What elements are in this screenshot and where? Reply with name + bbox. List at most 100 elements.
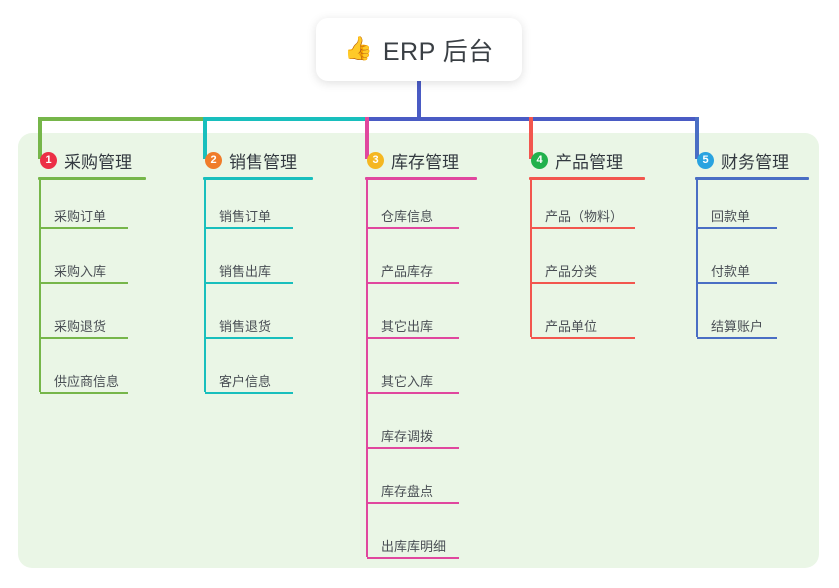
leaf-node-rule <box>697 227 777 229</box>
leaf-node[interactable]: 销售出库 <box>205 261 293 284</box>
leaf-node-label: 销售退货 <box>219 319 272 334</box>
leaf-node-label: 库存调拨 <box>381 429 434 444</box>
leaf-node[interactable]: 仓库信息 <box>367 206 459 229</box>
leaf-node[interactable]: 采购订单 <box>40 206 128 229</box>
branch-spine <box>204 177 206 392</box>
leaf-node-rule <box>205 282 293 284</box>
leaf-node-label: 产品（物料） <box>545 209 624 224</box>
branch-header-rule <box>365 177 477 180</box>
leaf-node-rule <box>531 227 635 229</box>
leaf-node-label: 其它出库 <box>381 319 434 334</box>
branch-spine <box>696 177 698 337</box>
leaf-node-label: 出库库明细 <box>381 539 447 554</box>
leaf-node[interactable]: 产品（物料） <box>531 206 635 229</box>
branch-header-3[interactable]: 3 库存管理 <box>367 148 459 173</box>
branch-header-rule <box>529 177 645 180</box>
leaf-node-rule <box>367 447 459 449</box>
leaf-node-label: 采购订单 <box>54 209 107 224</box>
leaf-node-rule <box>697 337 777 339</box>
branch-title: 销售管理 <box>229 153 297 172</box>
leaf-node-label: 库存盘点 <box>381 484 434 499</box>
leaf-node-rule <box>205 392 293 394</box>
leaf-node[interactable]: 采购退货 <box>40 316 128 339</box>
leaf-node-label: 采购退货 <box>54 319 107 334</box>
branch-header-4[interactable]: 4 产品管理 <box>531 148 623 173</box>
branch-title: 财务管理 <box>721 153 789 172</box>
leaf-node[interactable]: 采购入库 <box>40 261 128 284</box>
bus-segment-1 <box>38 117 207 121</box>
branch-spine <box>39 177 41 392</box>
leaf-node-label: 产品单位 <box>545 319 598 334</box>
leaf-node[interactable]: 销售退货 <box>205 316 293 339</box>
leaf-node-rule <box>697 282 777 284</box>
branch-drop-4 <box>529 117 533 159</box>
branch-number-badge: 2 <box>205 152 222 169</box>
root-stem-connector <box>417 81 421 121</box>
leaf-node-rule <box>40 227 128 229</box>
root-node-label: ERP 后台 <box>382 37 494 66</box>
branch-header-rule <box>38 177 146 180</box>
leaf-node-rule <box>367 557 459 559</box>
leaf-node-rule <box>367 337 459 339</box>
branch-title: 产品管理 <box>555 153 623 172</box>
thumbs-up-icon: 👍 <box>344 36 373 62</box>
leaf-node[interactable]: 库存调拨 <box>367 426 459 449</box>
branch-header-rule <box>695 177 809 180</box>
leaf-node[interactable]: 回款单 <box>697 206 777 229</box>
leaf-node-label: 采购入库 <box>54 264 107 279</box>
leaf-node-label: 结算账户 <box>711 319 764 334</box>
leaf-node-label: 产品分类 <box>545 264 598 279</box>
leaf-node-label: 供应商信息 <box>54 374 120 389</box>
leaf-node[interactable]: 库存盘点 <box>367 481 459 504</box>
leaf-node-rule <box>205 227 293 229</box>
leaf-node-label: 产品库存 <box>381 264 434 279</box>
leaf-node[interactable]: 付款单 <box>697 261 777 284</box>
leaf-node[interactable]: 产品单位 <box>531 316 635 339</box>
leaf-node-label: 客户信息 <box>219 374 272 389</box>
branch-title: 库存管理 <box>391 153 459 172</box>
leaf-node-rule <box>531 337 635 339</box>
branch-number-badge: 3 <box>367 152 384 169</box>
leaf-node-rule <box>205 337 293 339</box>
bus-segment-3 <box>365 117 533 121</box>
leaf-node-label: 销售出库 <box>219 264 272 279</box>
branch-header-rule <box>203 177 313 180</box>
leaf-node[interactable]: 产品分类 <box>531 261 635 284</box>
branch-drop-5 <box>695 117 699 159</box>
leaf-node-rule <box>531 282 635 284</box>
leaf-node-rule <box>367 502 459 504</box>
leaf-node[interactable]: 结算账户 <box>697 316 777 339</box>
leaf-node-label: 其它入库 <box>381 374 434 389</box>
branch-spine <box>366 177 368 557</box>
branch-header-2[interactable]: 2 销售管理 <box>205 148 297 173</box>
root-node[interactable]: 👍 ERP 后台 <box>316 18 522 81</box>
leaf-node[interactable]: 产品库存 <box>367 261 459 284</box>
leaf-node[interactable]: 出库库明细 <box>367 536 459 559</box>
leaf-node-rule <box>367 227 459 229</box>
branch-number-badge: 4 <box>531 152 548 169</box>
leaf-node-label: 销售订单 <box>219 209 272 224</box>
leaf-node[interactable]: 供应商信息 <box>40 371 128 394</box>
leaf-node[interactable]: 其它入库 <box>367 371 459 394</box>
leaf-node[interactable]: 客户信息 <box>205 371 293 394</box>
leaf-node-rule <box>40 392 128 394</box>
diagram-background-panel <box>18 133 819 568</box>
branch-spine <box>530 177 532 337</box>
leaf-node[interactable]: 销售订单 <box>205 206 293 229</box>
leaf-node[interactable]: 其它出库 <box>367 316 459 339</box>
branch-drop-2 <box>203 117 207 159</box>
leaf-node-label: 回款单 <box>711 209 751 224</box>
leaf-node-rule <box>40 337 128 339</box>
branch-header-5[interactable]: 5 财务管理 <box>697 148 789 173</box>
leaf-node-rule <box>367 282 459 284</box>
leaf-node-rule <box>40 282 128 284</box>
leaf-node-rule <box>367 392 459 394</box>
leaf-node-label: 付款单 <box>711 264 751 279</box>
branch-drop-3 <box>365 117 369 159</box>
leaf-node-label: 仓库信息 <box>381 209 434 224</box>
branch-number-badge: 5 <box>697 152 714 169</box>
bus-segment-2 <box>203 117 369 121</box>
branch-drop-1 <box>38 117 42 159</box>
